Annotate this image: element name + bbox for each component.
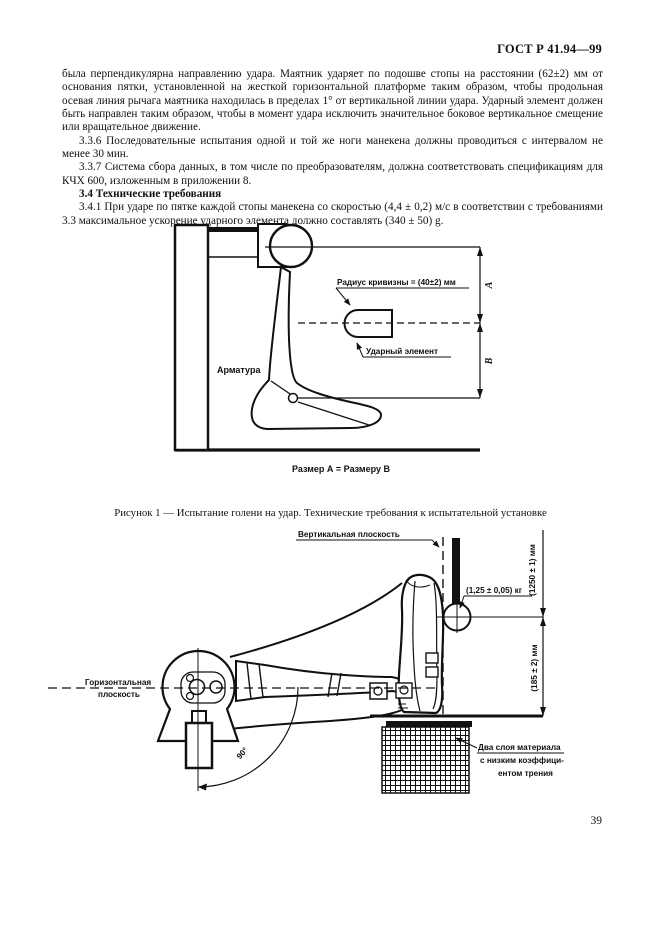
fig2-angle-label: 90°: [235, 746, 250, 761]
fig1-foot-line: [297, 401, 370, 426]
fig2-mass-leader: [459, 595, 465, 609]
fig2-material-layer-bar: [386, 721, 472, 727]
document-code: ГОСТ Р 41.94—99: [497, 42, 602, 56]
fig2-pendulum-rod: [452, 538, 460, 606]
fig1-dim-arrow-top: [477, 247, 483, 256]
fig2-label-vertical-plane: Вертикальная плоскость: [298, 530, 400, 539]
fig1-label-radius: Радиус кривизны = (40±2) мм: [337, 278, 456, 287]
fig2-angle-arc-arrow: [198, 783, 207, 791]
fig2-mount-stem: [191, 710, 207, 724]
figure2-drawing: 90° (1250 ± 1) мм (185 ± 2) мм Вертикаль…: [48, 530, 564, 794]
paragraph-continuation: была перпендикулярна направлению удара. …: [62, 68, 603, 134]
paragraph-3-4-1: 3.4.1 При ударе по пятке каждой стопы ма…: [62, 201, 603, 227]
fig1-leg-outline: [250, 265, 383, 431]
fig1-dim-arrow-bottom: [477, 389, 483, 398]
fig1-knee-circle: [268, 223, 314, 269]
fig2-material-leader: [455, 737, 478, 749]
fig2-dim-pendulum-length: (1250 ± 1) мм: [528, 544, 537, 596]
fig2-ankle-bolt: [373, 686, 383, 696]
figure1-drawing: Радиус кривизны = (40±2) мм Ударный элем…: [173, 223, 495, 474]
fig1-dim-letter-a: А: [484, 281, 495, 289]
fig2-label-horizontal-plane-2: плоскость: [98, 690, 140, 699]
fig2-dim-heel-height: (185 ± 2) мм: [530, 644, 539, 691]
fig2-label-material-3: ентом трения: [498, 769, 553, 778]
fig2-angle-arc: [197, 686, 299, 788]
fig1-label-fixture: Арматура: [217, 365, 261, 375]
figure1-caption: Рисунок 1 — Испытание голени на удар. Те…: [114, 507, 547, 519]
paragraph-3-3-7: 3.3.7 Система сбора данных, в том числе …: [62, 161, 603, 187]
fig1-ankle-pivot: [287, 392, 299, 404]
fig2-knee-pin-main: [188, 678, 206, 696]
fig2-knee-pin-small-1: [185, 673, 195, 683]
fig2-dim-arrow-mid-down: [540, 608, 546, 617]
fig2-label-horizontal-plane-1: Горизонтальная: [85, 678, 151, 687]
fig2-tibia-detail-1: [246, 662, 252, 700]
fig2-shoe-outline: [397, 573, 445, 715]
body-text: была перпендикулярна направлению удара. …: [62, 68, 603, 228]
fig1-size-equation: Размер А = Размеру В: [292, 464, 390, 474]
page-number: 39: [590, 815, 603, 827]
fig2-shin-outline: [229, 582, 403, 658]
fig2-label-material-1: Два слоя материала: [478, 743, 561, 752]
section-heading-3-4: 3.4 Технические требования: [79, 188, 222, 201]
fig2-mount-block: [184, 721, 214, 770]
fig1-radius-leader: [335, 287, 351, 306]
fig2-material-block: [381, 726, 470, 794]
fig1-dim-arrow-mid-down: [477, 314, 483, 323]
fig1-dim-arrow-mid-up: [477, 323, 483, 332]
paragraph-3-3-6: 3.3.6 Последовательные испытания одной и…: [62, 134, 603, 161]
fig2-knee-pin-right: [209, 680, 223, 694]
fig2-label-material-2: с низким коэффици-: [480, 756, 564, 765]
fig2-tibia-detail-2: [258, 663, 264, 698]
fig1-bracket-bar: [208, 227, 260, 232]
fig2-shoe-strap-1: [425, 652, 439, 664]
fig2-shoe-toe-line: [405, 579, 431, 588]
fig2-dim-arrow-bottom: [540, 707, 546, 716]
fig1-label-impactor: Ударный элемент: [366, 347, 438, 356]
fig2-tibia-strap-2: [336, 672, 342, 697]
fig1-fixture-column: [173, 223, 210, 452]
fig2-heel-bolt: [399, 685, 409, 695]
fig2-dim-arrow-mid-up: [540, 617, 546, 626]
fig2-tibia-strap-1: [327, 672, 333, 698]
fig2-shoe-strap-2: [425, 666, 439, 678]
fig2-shoe-tongue-line: [412, 580, 421, 712]
fig2-label-pendulum-mass: (1,25 ± 0,05) кг: [466, 586, 523, 595]
fig2-vertical-plane-leader: [431, 539, 440, 548]
fig1-impactor-leader: [356, 342, 364, 358]
fig1-dim-letter-b: В: [484, 357, 495, 365]
fig2-knee-pin-small-2: [185, 691, 195, 701]
